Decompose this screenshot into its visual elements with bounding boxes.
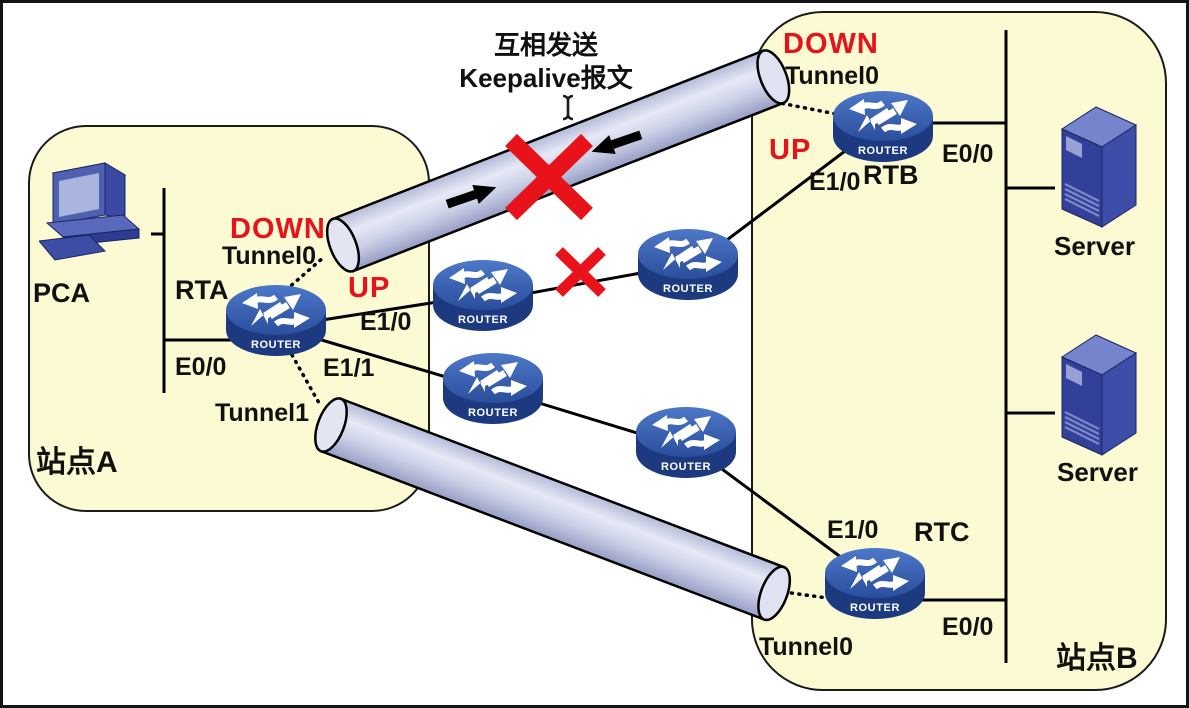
server2-icon [1052,327,1144,459]
router-caption: ROUTER [850,602,900,614]
rtc-tunnel0-label: Tunnel0 [759,633,853,661]
rtb-tunnel0-label: Tunnel0 [785,62,879,90]
pca-label: PCA [33,278,91,308]
router-rtc-icon: ROUTER [823,547,927,621]
router-caption: ROUTER [663,283,713,295]
rtc-tunnel1-dotted [782,590,829,600]
link-mid4-rtc [702,453,866,577]
keepalive-annotation-line1: 互相发送 [493,30,598,60]
rtc-e10-label: E1/0 [827,516,879,544]
server2-label: Server [1057,457,1138,487]
rtb-e10-label: E1/0 [809,168,861,196]
router-rta-icon: ROUTER [224,284,328,358]
link-mid2-rtb [702,134,866,260]
rta-tunnel1-dotted [290,353,321,405]
server1-icon [1052,99,1144,231]
pc-icon [39,153,157,271]
rtb-tunnel0-status: DOWN [783,28,879,60]
server1-label: Server [1054,231,1135,261]
rtb-e10-status: UP [769,134,812,166]
rta-e11-label: E1/1 [323,354,375,382]
tunnel1-tube [314,397,792,622]
rtc-e00-label: E0/0 [942,613,994,641]
rta-tunnel1-label: Tunnel1 [215,399,309,427]
rta-label: RTA [175,275,229,305]
router-mid4-icon: ROUTER [634,406,738,480]
router-caption: ROUTER [468,407,518,419]
rta-e00-label: E0/0 [175,353,227,381]
router-mid3-icon: ROUTER [441,352,545,426]
keepalive-arrow-left-icon [591,130,643,155]
rta-e10-label: E1/0 [360,308,412,336]
router-caption: ROUTER [661,461,711,473]
rta-e10-status: UP [348,272,391,304]
rtb-label: RTB [863,160,919,190]
router-rtb-icon: ROUTER [831,90,935,164]
keepalive-annotation-line2: Keepalive报文 [459,62,633,93]
router-mid2-icon: ROUTER [636,228,740,302]
site-a-name: 站点A [36,446,118,479]
router-mid1-icon: ROUTER [431,259,535,333]
rta-tunnel0-status: DOWN [230,213,326,245]
rtb-tunnel0-dotted [773,100,838,116]
rta-tunnel0-label: Tunnel0 [222,242,316,270]
keepalive-annotation: 互相发送 Keepalive报文 [431,29,661,94]
keepalive-arrow-right-icon [445,184,497,209]
router-caption: ROUTER [858,145,908,157]
router-caption: ROUTER [458,314,508,326]
rta-tunnel0-dotted [284,255,326,292]
rtb-e00-label: E0/0 [942,140,994,168]
site-b-name: 站点B [1056,642,1138,675]
rtc-label: RTC [914,517,970,547]
router-caption: ROUTER [251,339,301,351]
